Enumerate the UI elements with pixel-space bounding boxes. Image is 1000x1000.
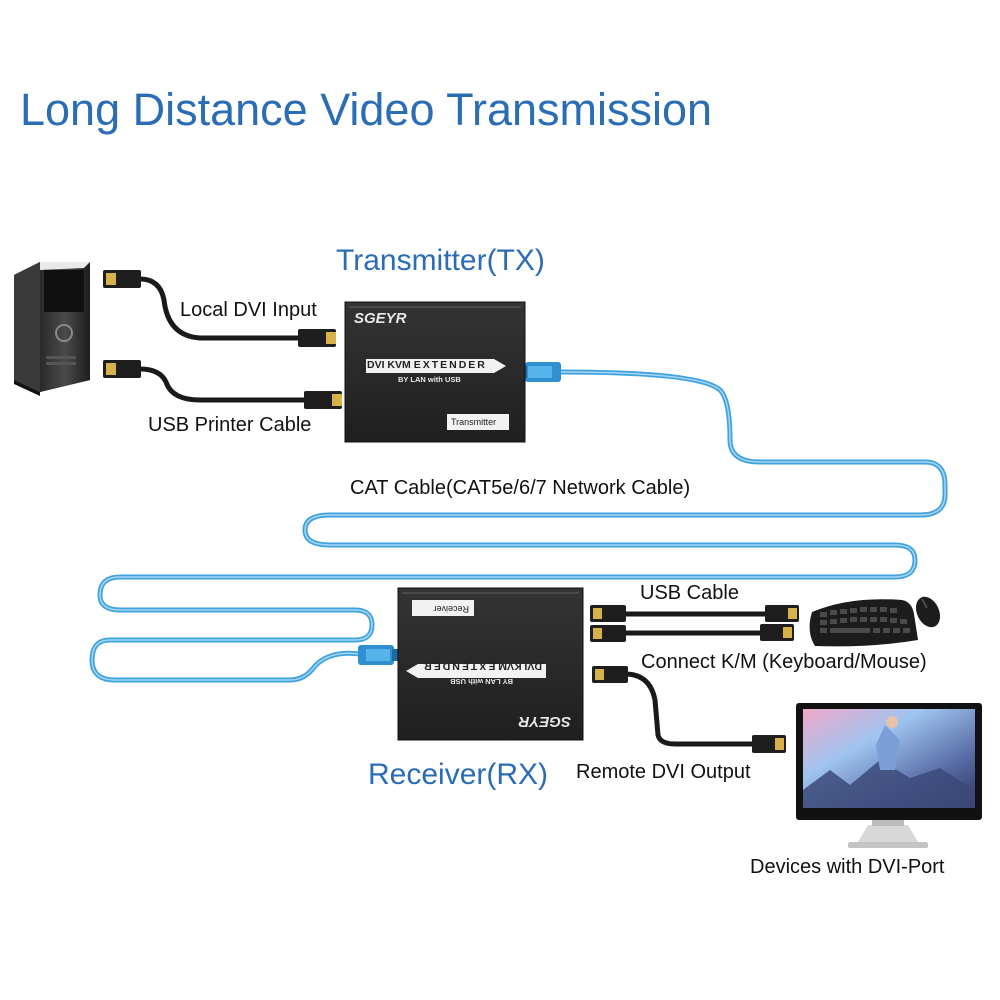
page-title: Long Distance Video Transmission [20, 84, 713, 135]
local-dvi-input-label: Local DVI Input [180, 299, 317, 321]
tx-product-main: DVI KVM EXTENDER [367, 359, 487, 371]
rj45-connector-icon [358, 645, 400, 665]
rx-brand-logo: SGEYR [518, 713, 571, 730]
rx-product-tag: EXTENDER [422, 660, 496, 672]
rx-product-sub: BY LAN with USB [450, 677, 513, 686]
receiver-box [397, 587, 584, 741]
receiver-label: Receiver(RX) [368, 758, 549, 791]
tx-badge: Transmitter [451, 417, 497, 427]
network-cable [89, 369, 948, 683]
mouse-icon [915, 596, 941, 628]
dvi-connector-icon [760, 624, 794, 641]
dvi-connector-icon [103, 270, 141, 288]
cat-cable-label: CAT Cable(CAT5e/6/7 Network Cable) [350, 477, 691, 499]
transmitter-label: Transmitter(TX) [336, 244, 545, 277]
rx-printed-panel: SGEYR DVI KVM EXTENDER BY LAN with USB R… [402, 594, 579, 736]
dvi-connector-icon [590, 605, 626, 622]
remote-dvi-output-label: Remote DVI Output [576, 761, 751, 783]
connect-km-label: Connect K/M (Keyboard/Mouse) [641, 651, 927, 673]
dvi-connector-icon [103, 360, 141, 378]
tx-brand-logo: SGEYR [354, 310, 407, 327]
dvi-connector-icon [298, 329, 336, 347]
dvi-connector-icon [304, 391, 342, 409]
dvi-connector-icon [752, 735, 786, 753]
rx-product-name: DVI KVM [498, 660, 542, 672]
rx-product-main: DVI KVM EXTENDER [422, 660, 542, 672]
keyboard-icon [809, 599, 918, 647]
dvi-connector-icon [590, 625, 626, 642]
local-dvi-cable [139, 276, 300, 341]
tx-product-sub: BY LAN with USB [398, 375, 461, 384]
remote-dvi-cable [624, 671, 755, 747]
tx-product-name: DVI KVM [367, 359, 411, 371]
monitor-icon [796, 703, 982, 848]
usb-km-cables [620, 611, 770, 636]
rx-badge: Receiver [433, 604, 469, 614]
usb-printer-cable [139, 366, 305, 403]
dvi-connector-icon [765, 605, 799, 622]
tx-product-tag: EXTENDER [413, 359, 487, 371]
pc-tower-icon [14, 262, 90, 396]
dvi-connector-icon [592, 666, 628, 683]
devices-dvi-port-label: Devices with DVI-Port [750, 856, 945, 878]
transmitter-box [344, 301, 526, 443]
usb-printer-cable-label: USB Printer Cable [148, 414, 312, 436]
usb-cable-label: USB Cable [640, 582, 739, 604]
